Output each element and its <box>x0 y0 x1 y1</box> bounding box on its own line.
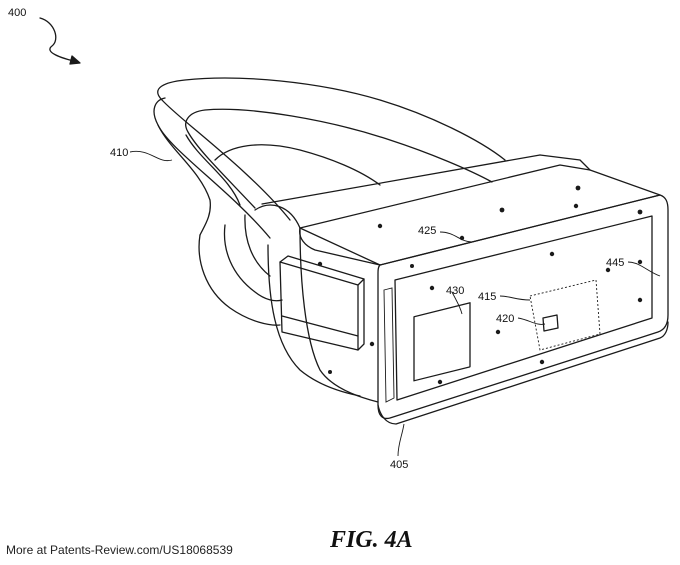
ref-430: 430 <box>446 285 464 297</box>
pointer-arrow-400 <box>39 17 81 65</box>
component-415 <box>529 279 601 351</box>
component-430 <box>413 302 471 382</box>
ref-425: 425 <box>418 225 436 237</box>
strap-buckle <box>279 255 365 351</box>
leader-lines <box>129 150 661 457</box>
ref-405: 405 <box>390 459 408 471</box>
ref-415: 415 <box>478 291 496 303</box>
figure-label: FIG. 4A <box>330 527 413 553</box>
footer-link-text: More at Patents-Review.com/US18068539 <box>6 543 233 557</box>
ref-400: 400 <box>8 7 26 19</box>
head-strap <box>153 77 506 326</box>
ref-420: 420 <box>496 313 514 325</box>
component-420 <box>542 314 559 332</box>
ref-410: 410 <box>110 147 128 159</box>
sensor-dots <box>317 185 643 385</box>
ref-445: 445 <box>606 257 624 269</box>
headset-body <box>254 154 669 425</box>
